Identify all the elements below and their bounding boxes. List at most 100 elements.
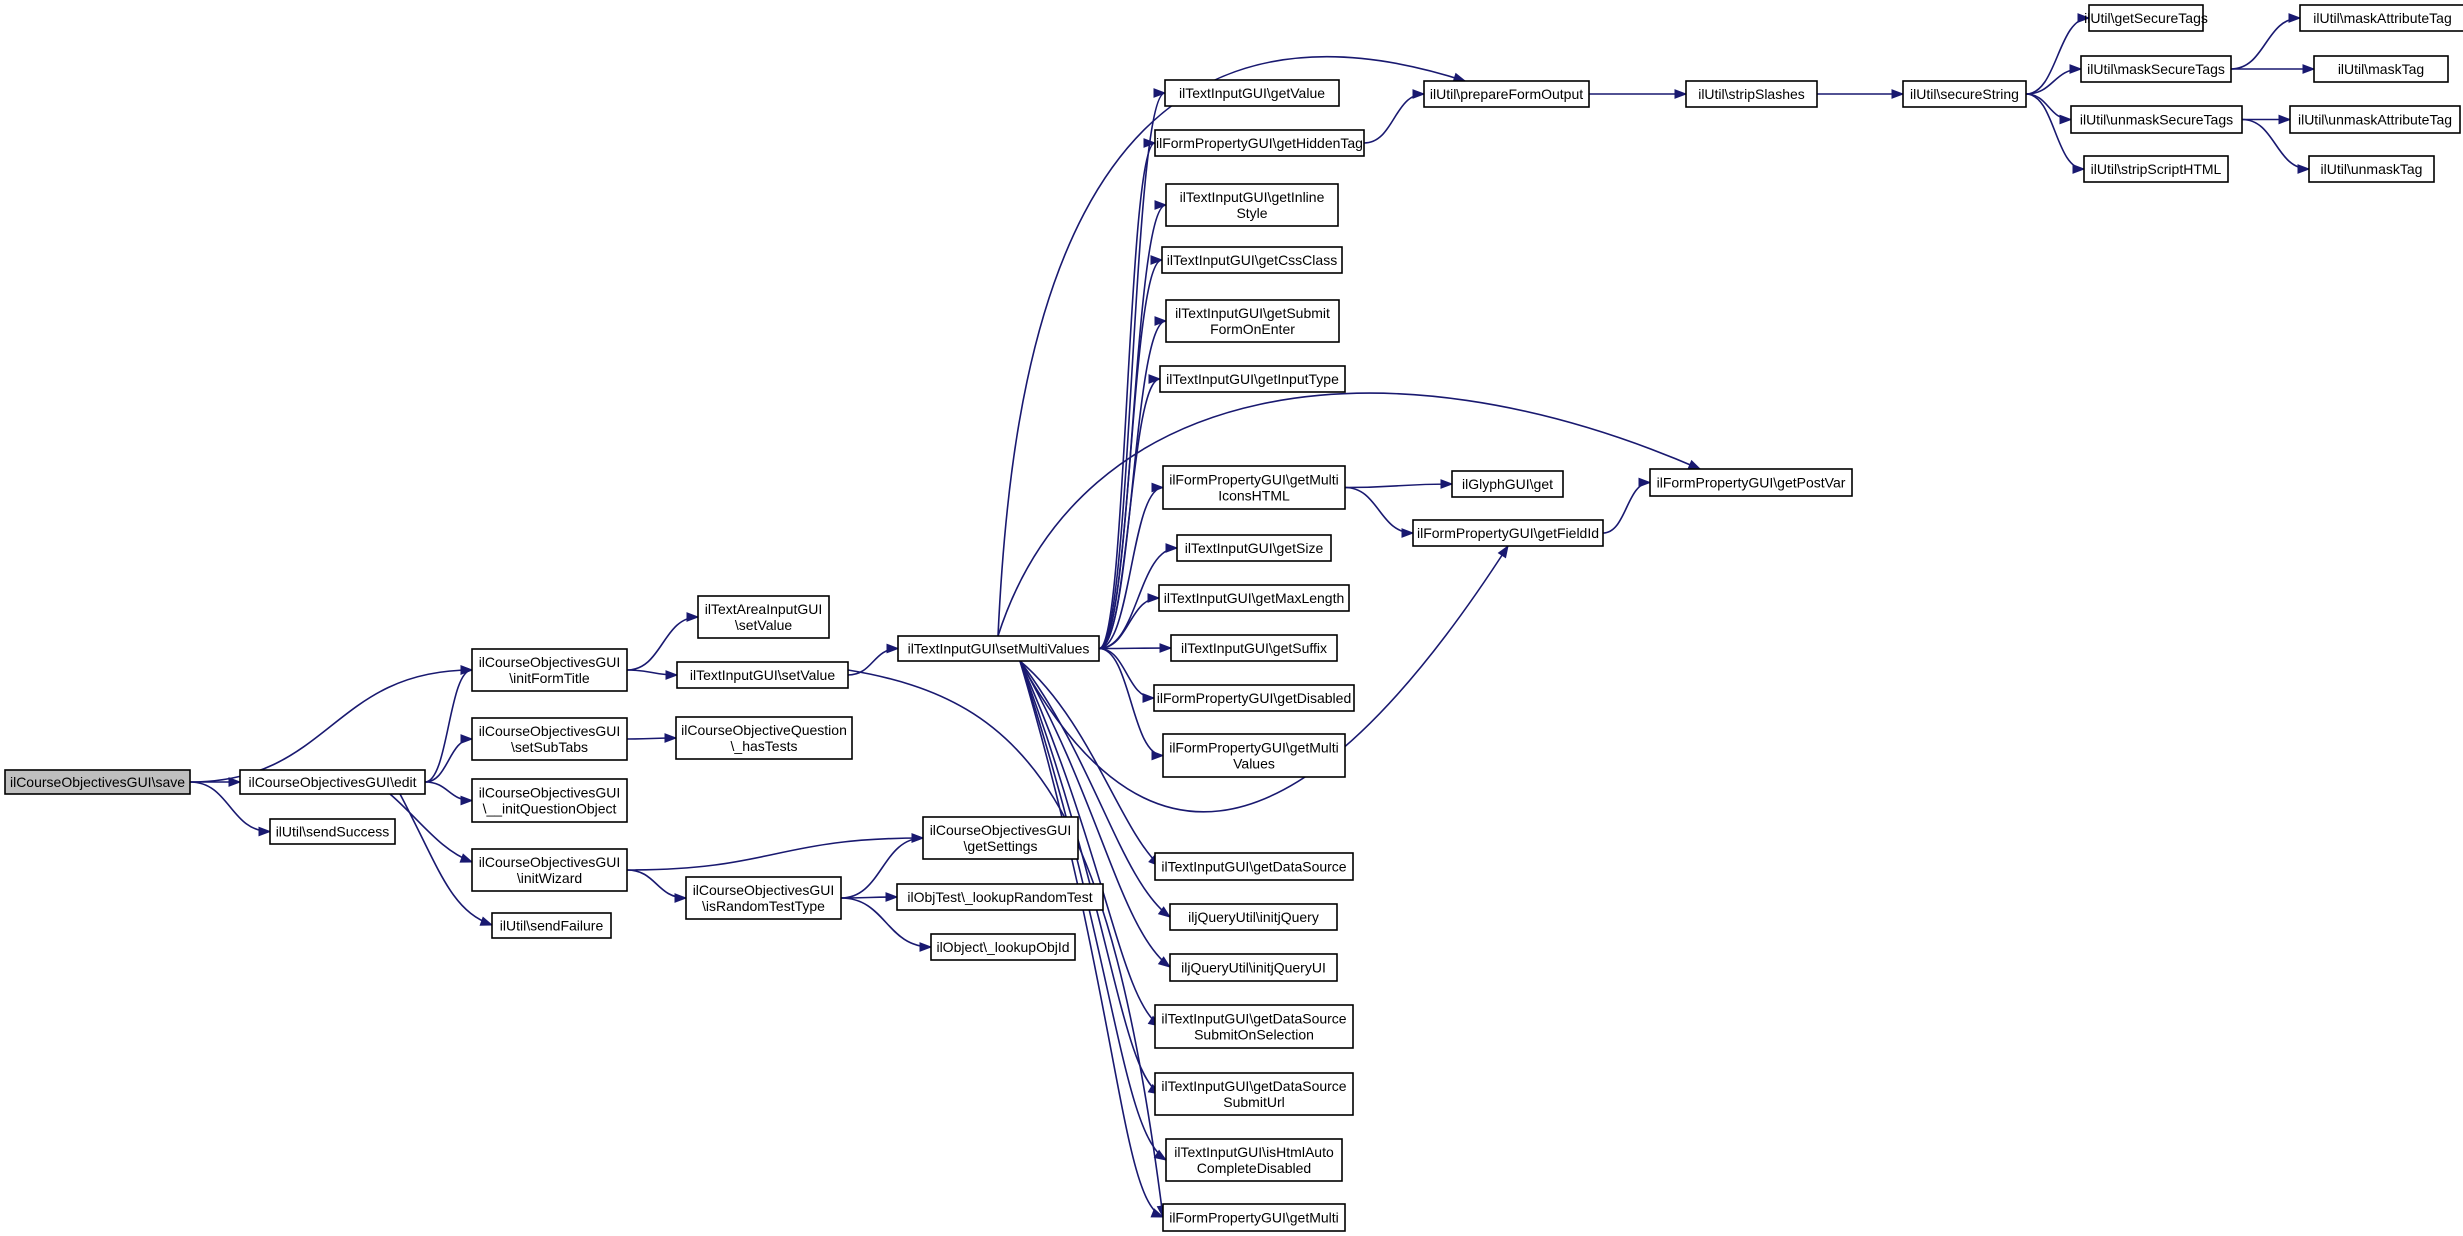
node-label: iljQueryUtil\initjQuery [1188,909,1319,925]
edge-get-hidden-tag-to-prepare-form-output [1363,89,1426,144]
node-unmask-tag[interactable]: ilUtil\unmaskTag [2308,155,2435,183]
node-is-random-test-type[interactable]: ilCourseObjectivesGUI\isRandomTestType [685,876,842,920]
node-get-max-length[interactable]: ilTextInputGUI\getMaxLength [1158,584,1350,612]
node-get-data-source[interactable]: ilTextInputGUI\getDataSource [1154,852,1354,881]
arrowhead [1687,459,1702,470]
node-send-success[interactable]: ilUtil\sendSuccess [269,818,396,845]
node-label: ilUtil\stripSlashes [1698,86,1805,102]
node-mask-attribute-tag[interactable]: ilUtil\maskAttributeTag [2299,4,2463,32]
node-get-hidden-tag[interactable]: ilFormPropertyGUI\getHiddenTag [1154,129,1365,157]
node-box [471,717,628,761]
node-mask-tag[interactable]: ilUtil\maskTag [2313,55,2449,83]
node-glyph-get[interactable]: ilGlyphGUI\get [1451,470,1564,498]
node-get-suffix[interactable]: ilTextInputGUI\getSuffix [1170,634,1338,662]
node-secure-string[interactable]: ilUtil\secureString [1902,80,2027,108]
node-get-input-type[interactable]: ilTextInputGUI\getInputType [1159,365,1346,393]
node-label: ilTextInputGUI\getDataSource [1161,1078,1346,1094]
node-init-question-object[interactable]: ilCourseObjectivesGUI\__initQuestionObje… [471,778,628,823]
edge-mask-secure-tags-to-mask-attribute-tag [2230,13,2302,70]
node-box [1169,953,1338,982]
node-label: ilTextInputGUI\getSuffix [1181,640,1327,656]
node-label: ilTextInputGUI\getValue [1179,85,1325,101]
node-ti-set-value[interactable]: ilTextInputGUI\setValue [676,661,849,689]
node-get-css-class[interactable]: ilTextInputGUI\getCssClass [1161,246,1343,274]
node-get-dssubmit-on-selection[interactable]: ilTextInputGUI\getDataSourceSubmitOnSele… [1154,1004,1354,1049]
node-label: SubmitOnSelection [1194,1027,1314,1043]
node-lookup-random-test[interactable]: ilObjTest\_lookupRandomTest [896,883,1104,911]
edge-line [1019,660,1171,968]
node-strip-script-html[interactable]: ilUtil\stripScriptHTML [2083,155,2229,183]
node-label: iljQueryUtil\initjQueryUI [1181,960,1326,976]
edge-edit-to-send-failure [399,793,494,926]
node-prepare-form-output[interactable]: ilUtil\prepareFormOutput [1423,80,1590,108]
arrowhead [1153,88,1167,98]
node-initj-query-ui[interactable]: iljQueryUtil\initjQueryUI [1169,953,1338,982]
arrowhead [674,893,688,903]
node-box [1902,80,2027,108]
node-get-field-id[interactable]: ilFormPropertyGUI\getFieldId [1412,519,1604,547]
node-is-html-auto-complete-disabled[interactable]: ilTextInputGUI\isHtmlAutoCompleteDisable… [1165,1138,1343,1182]
node-label: ilTextInputGUI\setMultiValues [908,641,1090,657]
node-get-multi[interactable]: ilFormPropertyGUI\getMulti [1162,1203,1346,1232]
nodes-layer: ilCourseObjectivesGUI\save ilCourseObject… [4,4,2463,1232]
node-init-form-title[interactable]: ilCourseObjectivesGUI\initFormTitle [471,648,628,692]
node-get-value[interactable]: ilTextInputGUI\getValue [1164,79,1340,107]
edge-line [1344,483,1453,489]
node-box [1158,584,1350,612]
node-box [2289,105,2461,134]
node-label: ilTextInputGUI\getInputType [1166,371,1339,387]
node-get-disabled[interactable]: ilFormPropertyGUI\getDisabled [1153,684,1355,712]
node-send-failure[interactable]: ilUtil\sendFailure [491,912,612,939]
node-unmask-attribute-tag[interactable]: ilUtil\unmaskAttributeTag [2289,105,2461,134]
node-label: ilTextInputGUI\getCssClass [1167,252,1337,268]
edge-line [997,56,1466,637]
node-edit[interactable]: ilCourseObjectivesGUI\edit [239,769,426,795]
node-get-size[interactable]: ilTextInputGUI\getSize [1176,534,1332,562]
edge-get-multi-icons-html-to-get-field-id [1344,486,1415,538]
node-label: \isRandomTestType [702,898,825,914]
node-lookup-obj-id[interactable]: ilObject\_lookupObjId [930,933,1076,961]
node-has-tests[interactable]: ilCourseObjectiveQuestion\_hasTests [675,716,853,760]
node-box [491,912,612,939]
node-label: \setValue [735,617,793,633]
node-get-settings[interactable]: ilCourseObjectivesGUI\getSettings [922,816,1079,860]
edge-init-form-title-to-ta-set-value [626,612,700,671]
node-ta-set-value[interactable]: ilTextAreaInputGUI\setValue [697,595,830,639]
node-set-multi-values[interactable]: ilTextInputGUI\setMultiValues [897,635,1100,662]
node-label: \_hasTests [731,738,798,754]
node-unmask-secure-tags[interactable]: ilUtil\unmaskSecureTags [2070,105,2243,134]
edge-set-multi-values-to-is-html-auto-complete-disabled [1019,660,1168,1161]
node-get-secure-tags[interactable]: ilUtil\getSecureTags [2084,4,2208,32]
arrowhead [479,916,494,926]
arrowhead [1142,693,1156,703]
edge-line [1019,660,1161,1027]
edge-set-multi-values-to-get-multi-icons-html [1098,482,1165,650]
node-box [471,648,628,692]
edge-mask-secure-tags-to-mask-tag [2231,64,2316,74]
node-set-sub-tabs[interactable]: ilCourseObjectivesGUI\setSubTabs [471,717,628,761]
node-save[interactable]: ilCourseObjectivesGUI\save [4,769,191,795]
node-label: \initFormTitle [509,670,590,686]
node-label: ilTextInputGUI\getDataSource [1161,859,1346,875]
edge-save-to-send-success [189,781,272,837]
node-initj-query[interactable]: iljQueryUtil\initjQuery [1169,903,1338,931]
edge-set-multi-values-to-initj-query [1019,660,1172,918]
node-label: ilTextInputGUI\getSubmit [1175,305,1330,321]
node-box [1685,80,1818,108]
edge-edit-to-set-sub-tabs [424,734,474,783]
node-box [1423,80,1590,108]
node-label: ilGlyphGUI\get [1462,476,1553,492]
node-mask-secure-tags[interactable]: ilUtil\maskSecureTags [2080,55,2232,83]
node-init-wizard[interactable]: ilCourseObjectivesGUI\initWizard [471,848,628,892]
edge-strip-slashes-to-secure-string [1817,89,1905,99]
node-get-post-var[interactable]: ilFormPropertyGUI\getPostVar [1649,468,1853,497]
node-strip-slashes[interactable]: ilUtil\stripSlashes [1685,80,1818,108]
node-box [1154,1072,1354,1116]
node-label: ilFormPropertyGUI\getHiddenTag [1156,135,1363,151]
arrowhead [459,853,474,863]
